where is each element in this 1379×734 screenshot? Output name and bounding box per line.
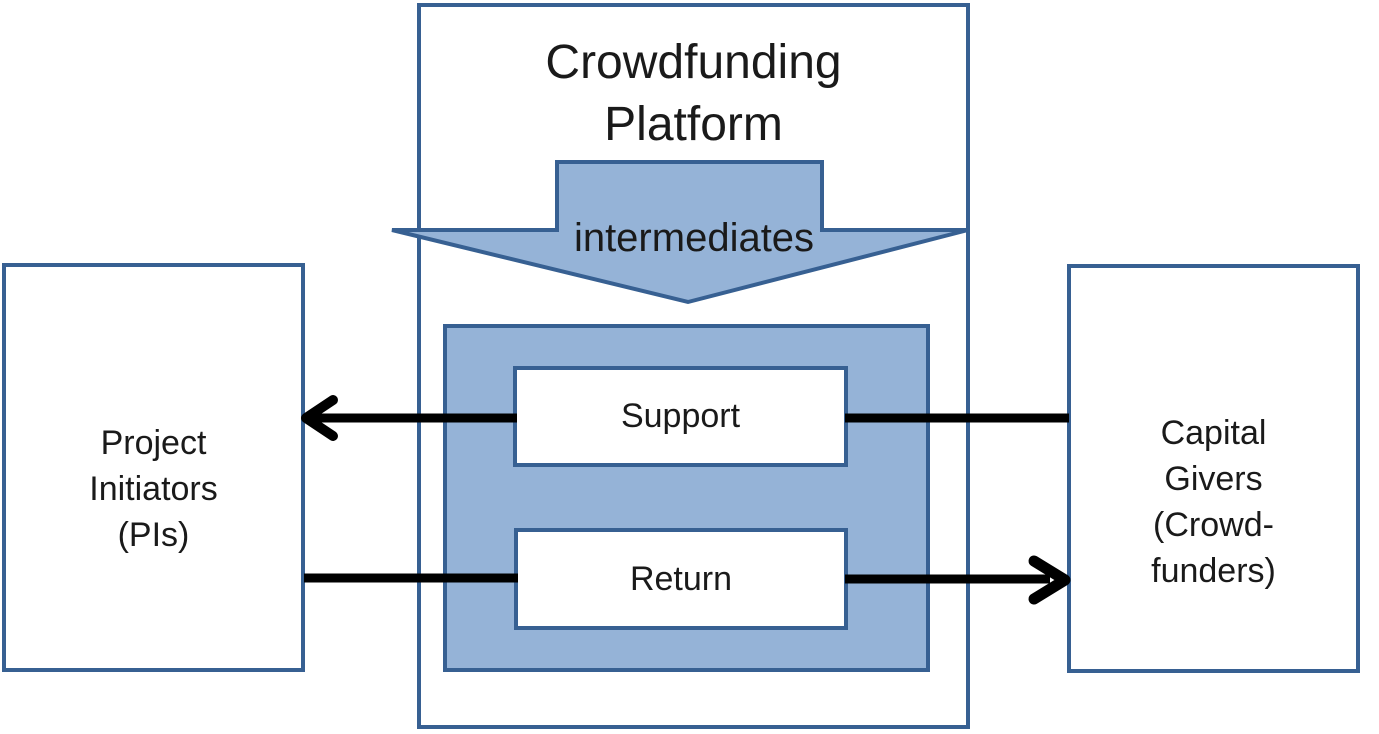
capital-givers-line1: Capital	[1160, 414, 1267, 452]
project-initiators-label: Project Initiators (PIs)	[6, 420, 301, 558]
project-initiators-line1: Project	[100, 424, 207, 462]
support-box: Support	[513, 366, 848, 467]
intermediates-label: intermediates	[573, 216, 815, 260]
capital-givers-label: Capital Givers (Crowd- funders)	[1071, 410, 1356, 594]
capital-givers-line4: funders)	[1151, 552, 1276, 590]
project-initiators-box: Project Initiators (PIs)	[2, 263, 305, 672]
return-box: Return	[514, 528, 848, 630]
platform-title: Crowdfunding Platform	[417, 32, 970, 156]
capital-givers-box: Capital Givers (Crowd- funders)	[1067, 264, 1360, 673]
capital-givers-line3: (Crowd-	[1153, 506, 1274, 544]
support-label: Support	[620, 397, 741, 435]
project-initiators-line2: Initiators	[89, 470, 218, 508]
project-initiators-line3: (PIs)	[117, 516, 190, 554]
down-arrow-shape	[391, 160, 969, 305]
platform-title-line2: Platform	[604, 98, 783, 151]
platform-title-line1: Crowdfunding	[545, 36, 842, 89]
capital-givers-line2: Givers	[1164, 460, 1263, 498]
return-label: Return	[629, 559, 733, 598]
